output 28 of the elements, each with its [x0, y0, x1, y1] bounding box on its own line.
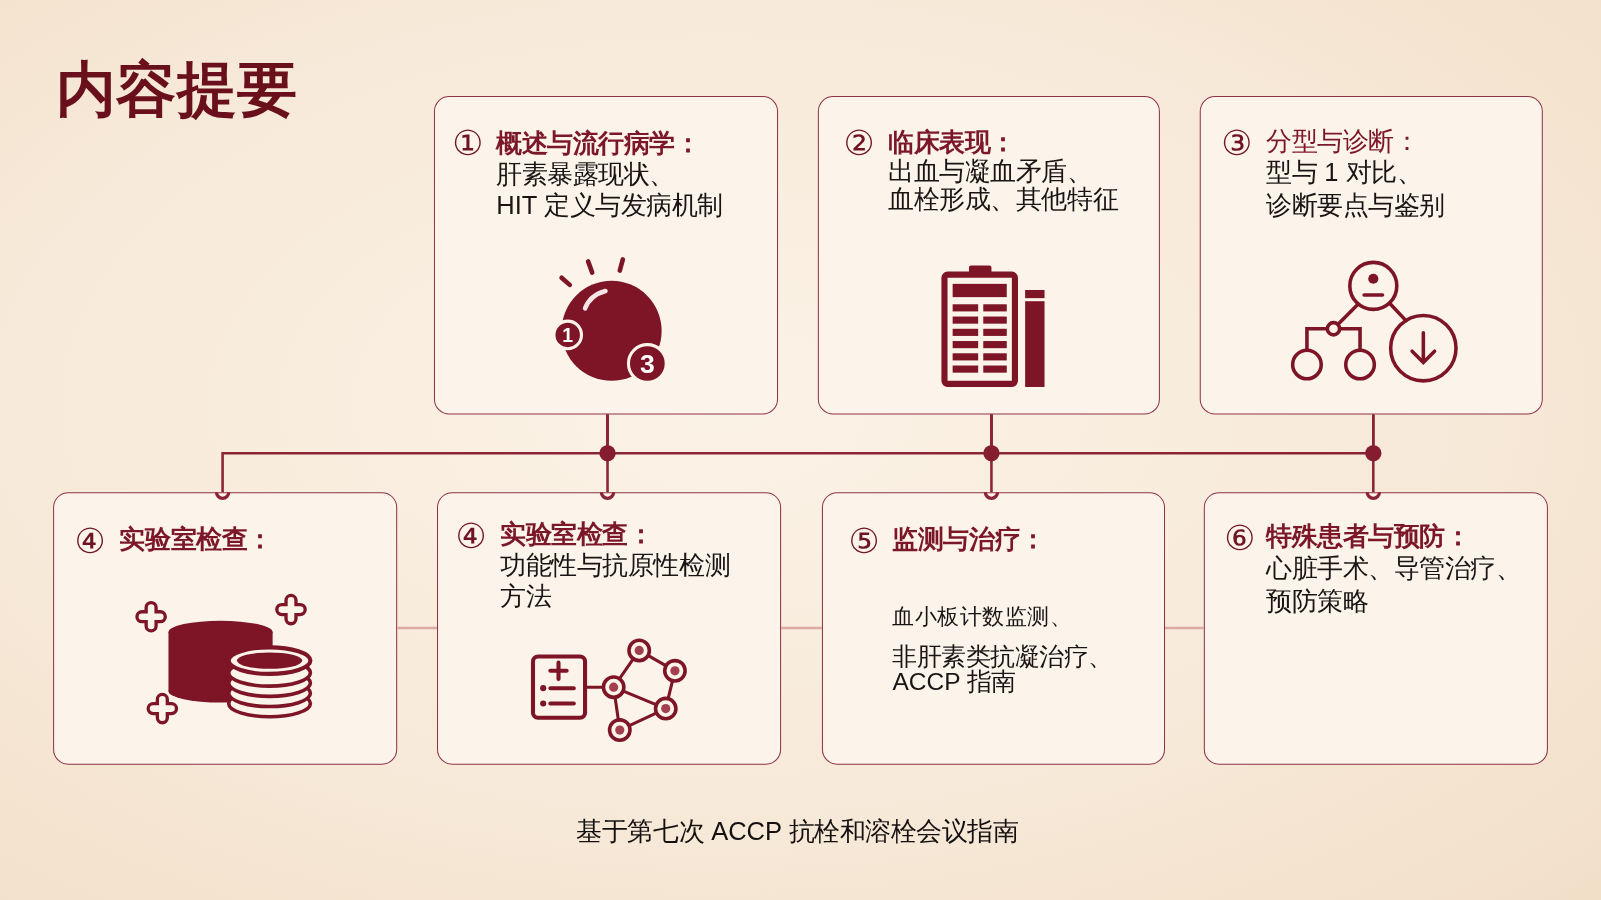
connector-line [781, 626, 822, 630]
topic-heading: 临床表现： [888, 127, 1016, 157]
step-number: ⑥ [1224, 520, 1256, 556]
topic-card [1203, 492, 1548, 765]
topic-card [433, 96, 779, 415]
source-caption: 基于第七次 ACCP 抗栓和溶栓会议指南 [576, 816, 1019, 846]
page-title: 内容提要 [56, 55, 298, 126]
topic-heading: 分型与诊断： [1266, 126, 1420, 156]
step-number: ⑤ [848, 523, 880, 559]
topic-card [437, 492, 782, 765]
topic-card [53, 492, 398, 765]
topic-card [817, 96, 1160, 415]
step-number: ① [452, 125, 484, 161]
step-number: ④ [455, 518, 487, 554]
topic-card [1199, 96, 1543, 415]
topic-heading: 实验室检查： [500, 519, 654, 549]
connector-line [397, 626, 437, 630]
topic-heading: 实验室检查： [119, 524, 273, 554]
step-number: ② [843, 125, 875, 161]
connector-line [1165, 626, 1204, 630]
topic-card [821, 492, 1165, 765]
topic-heading: 特殊患者与预防： [1266, 521, 1471, 551]
step-number: ④ [74, 523, 106, 559]
topic-heading: 概述与流行病学： [496, 128, 701, 158]
connector-line [990, 414, 1375, 455]
topic-heading: 监测与治疗： [892, 524, 1046, 554]
callout-number: 3 [626, 343, 668, 384]
step-number: ③ [1221, 125, 1253, 161]
